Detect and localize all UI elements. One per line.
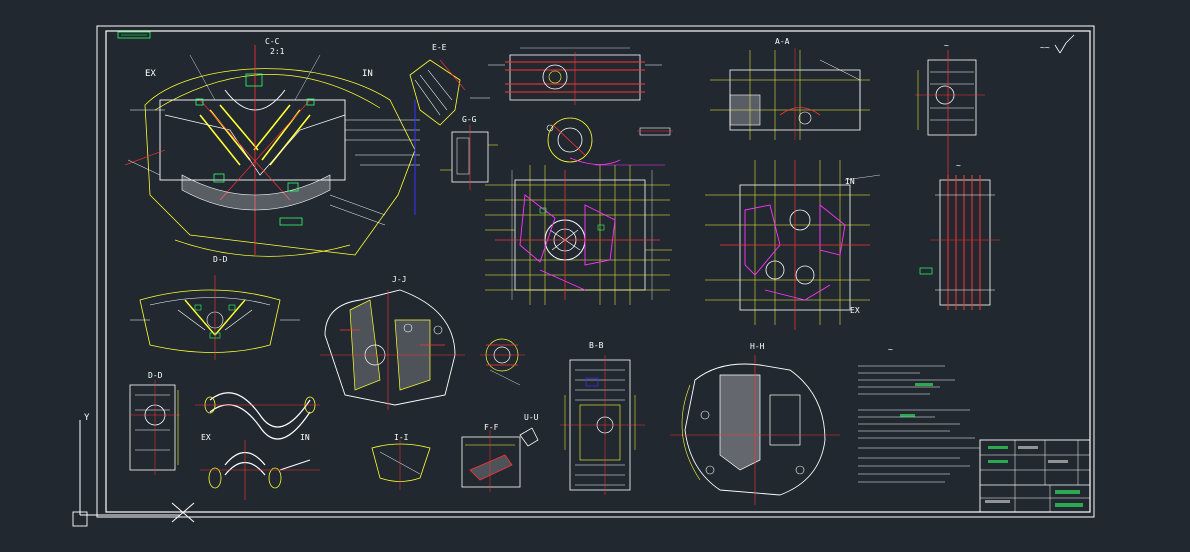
view-b-b: B-B [560,341,645,495]
outer-border [96,25,1095,518]
view-right-center: IN EX [705,160,881,330]
view-h-h-title: H-H [750,342,765,351]
view-d-d: D-D [129,371,180,475]
ucs-icon: Y [72,413,195,527]
technical-notes: ~ [858,345,980,483]
view-u-u: U-U [519,413,539,447]
right-view-ex-mark: EX [850,306,860,315]
view-c-c-scale: 2:1 [270,47,285,56]
view-d-d-top-title: D-D [213,255,228,264]
small-key-detail [637,127,673,136]
view-c-c: C-C 2:1 EX IN [124,37,420,257]
view-d-d-top: D-D [130,255,300,360]
view-i-i: I-I [371,433,431,490]
view-j-j: J-J [320,275,465,410]
view-detail-round [546,117,665,166]
view-a-a-title: A-A [775,37,790,46]
view-d-d-title: D-D [148,371,163,380]
view-h-h: H-H [670,342,840,505]
roughness-symbol: ~~ [1040,34,1075,54]
view-g-g-title: G-G [462,115,477,124]
view-pipes: EX IN [195,392,320,500]
in-label: IN [362,69,373,79]
view-a-a: A-A [710,37,870,140]
svg-text:~~: ~~ [1040,43,1050,52]
view-f-f-title: F-F [484,423,499,432]
view-e-e-title: E-E [432,43,447,52]
frame-tag [117,31,151,39]
view-far-right-side: ~ [919,161,1000,310]
drawing-frame [105,30,1091,513]
ucs-y-label: Y [84,413,90,423]
svg-text:~: ~ [944,41,949,50]
view-u-u-title: U-U [524,413,539,422]
view-b-b-title: B-B [589,341,604,350]
svg-text:~: ~ [888,345,893,354]
view-bearing-detail [480,338,525,386]
svg-text:~: ~ [956,161,961,170]
view-center-large [485,165,672,305]
pipes-ex-mark: EX [201,433,211,442]
title-block [979,439,1091,513]
view-j-j-title: J-J [392,275,406,284]
view-f-f: F-F [461,423,521,492]
ex-label: EX [145,69,156,79]
view-g-g: G-G [440,115,498,190]
view-far-right-top: ~ [915,41,985,175]
view-c-c-title: C-C [265,37,280,46]
right-view-in-mark: IN [845,177,855,186]
view-top-plan [488,47,662,105]
view-e-e: E-E [409,43,490,126]
view-i-i-title: I-I [394,433,409,442]
pipes-in-mark: IN [300,433,310,442]
